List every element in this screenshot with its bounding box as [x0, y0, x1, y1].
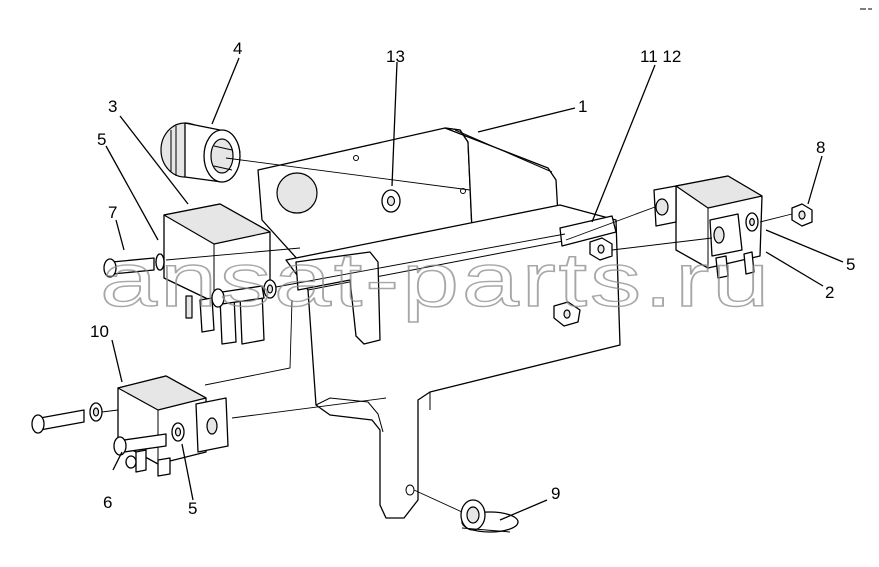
- callout-3: 3: [108, 97, 117, 116]
- washer-13: [381, 189, 401, 213]
- callout-13: 13: [386, 47, 405, 66]
- screw-3-mount: [211, 279, 277, 308]
- callout-10: 10: [90, 322, 109, 341]
- grommet-9: [460, 499, 519, 533]
- round-connector-4: [160, 122, 241, 183]
- screw-10-upper: [31, 402, 103, 434]
- callout-5-bottom: 5: [188, 499, 197, 518]
- callout-1: 1: [578, 97, 587, 116]
- assembly-lines: [101, 157, 793, 513]
- callouts: 1 2 3 4 5 5 5 6 7 8 9 10 11 12 13: [90, 39, 855, 518]
- relay-3: [163, 203, 271, 345]
- callout-11-12: 11 12: [640, 47, 681, 66]
- callout-4: 4: [233, 39, 242, 58]
- screw-6: [113, 422, 185, 469]
- callout-6: 6: [103, 493, 112, 512]
- relay-2: [653, 175, 763, 279]
- washer-5-left: [155, 253, 165, 271]
- nut-12: [553, 301, 581, 327]
- callout-2: 2: [825, 283, 834, 302]
- nut-8: [791, 203, 813, 227]
- callout-9: 9: [551, 484, 560, 503]
- callout-8: 8: [816, 138, 825, 157]
- callout-5-left: 5: [97, 130, 106, 149]
- washer-5-right: [745, 212, 759, 232]
- callout-5-right: 5: [846, 255, 855, 274]
- nut-11: [589, 237, 613, 261]
- leader-lines: [105, 57, 844, 521]
- callout-7: 7: [108, 203, 117, 222]
- main-bracket: [257, 127, 621, 519]
- watermark: ansat-parts.ru: [100, 238, 772, 323]
